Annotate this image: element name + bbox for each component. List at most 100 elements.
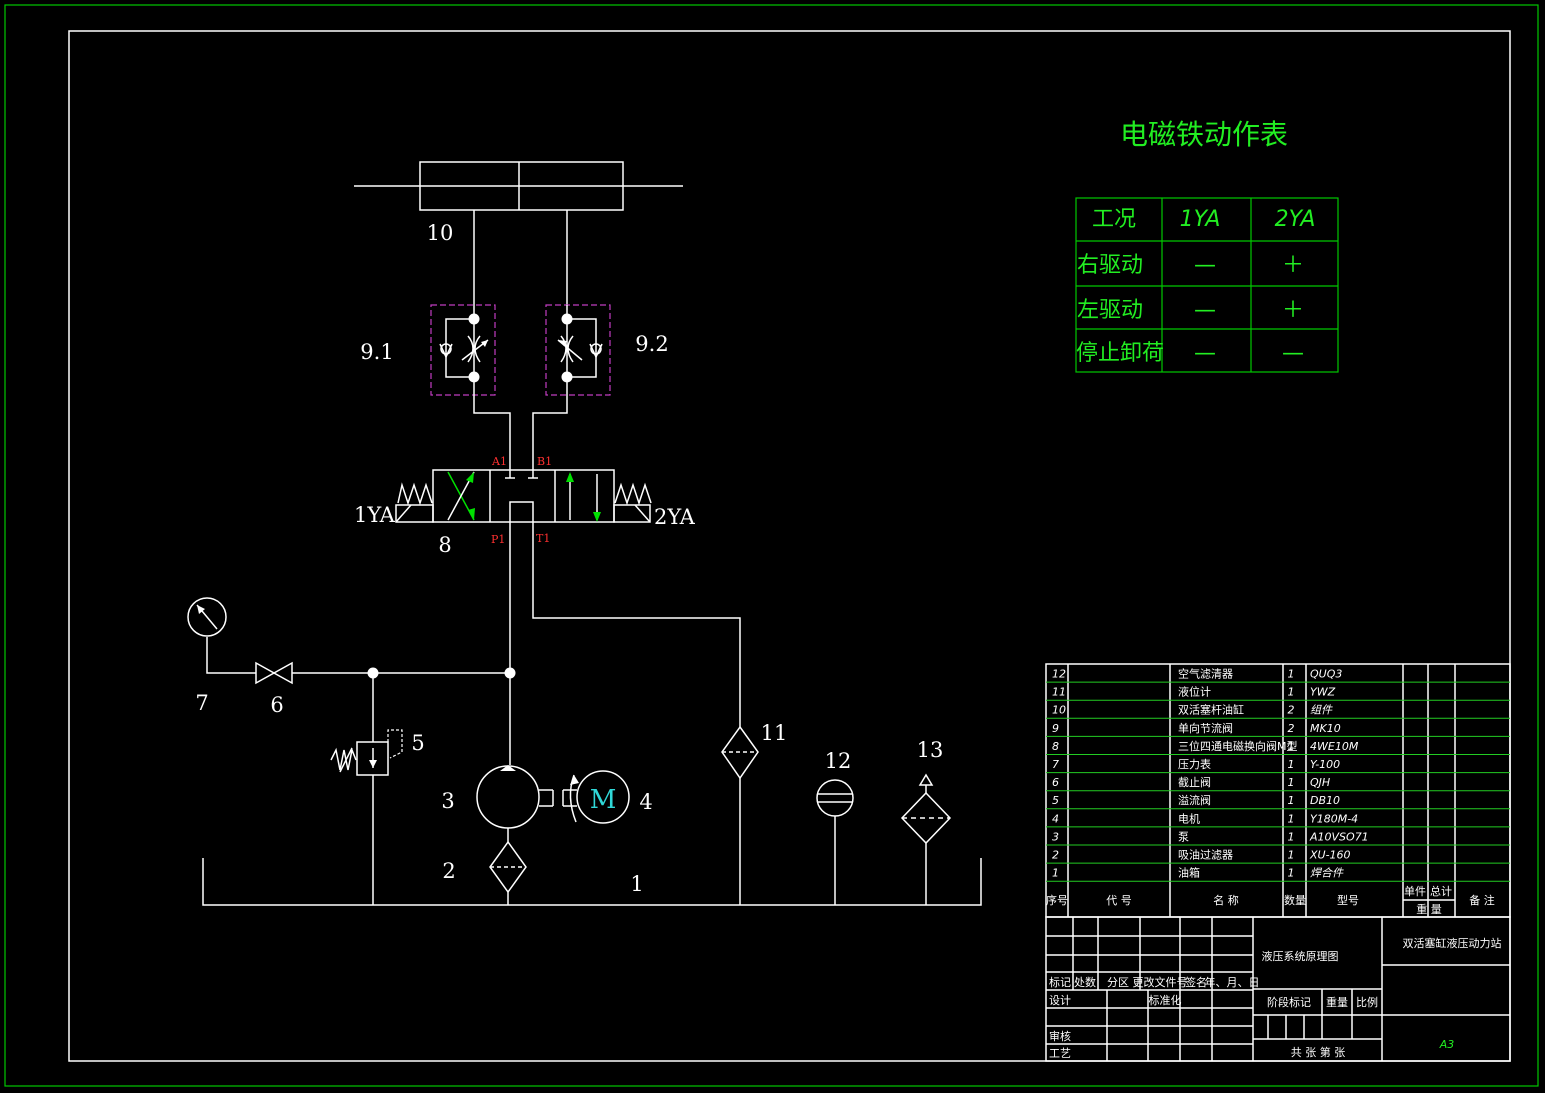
parts-cell-model: 4WE10M	[1310, 740, 1359, 753]
label-solenoid-1ya: 1YA	[354, 503, 396, 527]
tb-review: 审核	[1049, 1029, 1071, 1043]
tb-weight: 重量	[1326, 995, 1348, 1009]
label-valve-right: 9.2	[635, 332, 668, 356]
label-solenoid-2ya: 2YA	[654, 505, 696, 529]
parts-cell-qty: 1	[1288, 776, 1295, 789]
parts-cell-name: 截止阀	[1178, 775, 1211, 789]
parts-cell-model: Y-100	[1310, 758, 1340, 771]
port-p1: P1	[491, 533, 505, 546]
port-b1: B1	[537, 455, 552, 468]
pump	[476, 765, 577, 829]
stop-valve	[255, 661, 293, 685]
parts-cell-no: 8	[1052, 740, 1059, 753]
table-title: 电磁铁动作表	[1120, 118, 1288, 151]
parts-cell-name: 液位计	[1178, 685, 1211, 699]
parts-cell-qty: 1	[1288, 794, 1295, 807]
level-gauge	[816, 779, 854, 905]
parts-cell-model: 焊合件	[1310, 867, 1344, 880]
parts-cell-name: 油箱	[1178, 866, 1200, 880]
tb-stage: 阶段标记	[1267, 995, 1311, 1009]
tb-project: 双活塞缸液压动力站	[1403, 936, 1502, 950]
parts-cell-model: MK10	[1310, 722, 1341, 735]
tb-mark: 标记	[1049, 975, 1071, 989]
tank	[202, 858, 982, 906]
pressure-gauge	[187, 597, 227, 637]
header-1ya: 1YA	[1180, 207, 1221, 232]
header-qty: 数量	[1284, 894, 1306, 907]
parts-cell-model: Y180M-4	[1310, 812, 1358, 825]
port-t1: T1	[536, 532, 550, 545]
label-air-filter: 13	[917, 738, 944, 762]
tb-size: A3	[1439, 1038, 1455, 1051]
tb-sign: 签名	[1185, 975, 1207, 989]
header-2ya: 2YA	[1275, 207, 1316, 232]
relief-valve	[330, 673, 403, 905]
label-return-filter: 11	[761, 721, 788, 745]
tb-count: 处数	[1074, 976, 1096, 989]
parts-cell-qty: 1	[1288, 867, 1295, 880]
parts-cell-name: 单向节流阀	[1178, 721, 1233, 735]
parts-cell-no: 10	[1052, 704, 1066, 717]
parts-cell-model: QUQ3	[1310, 668, 1342, 681]
header-model: 型号	[1337, 893, 1359, 907]
parts-cell-qty: 1	[1288, 668, 1295, 681]
label-valve-left: 9.1	[360, 340, 393, 364]
parts-cell-no: 11	[1052, 686, 1066, 699]
label-gauge: 7	[195, 691, 208, 715]
parts-cell-no: 7	[1052, 758, 1059, 771]
parts-cell-name: 泵	[1178, 830, 1189, 843]
motor-letter: M	[590, 785, 617, 815]
label-filter: 2	[442, 859, 455, 883]
label-pump: 3	[441, 789, 454, 813]
label-stop-valve: 6	[270, 693, 283, 717]
tb-change-doc: 更改文件号	[1133, 975, 1188, 989]
inner-border	[68, 30, 1511, 1062]
suction-filter	[489, 828, 527, 905]
check-throttle-valve-9-2	[545, 304, 611, 396]
parts-cell-qty: 1	[1288, 686, 1295, 699]
parts-cell-qty: 1	[1288, 830, 1295, 843]
tb-zone: 分区	[1107, 976, 1129, 989]
header-total-weight: 总计	[1430, 884, 1452, 898]
label-level-gauge: 12	[825, 749, 852, 773]
motor: M	[569, 770, 630, 824]
outer-border	[4, 4, 1539, 1087]
tb-drawing-name: 液压系统原理图	[1262, 949, 1339, 963]
parts-cell-model: DB10	[1310, 794, 1340, 807]
parts-cell-name: 双活塞杆油缸	[1178, 703, 1244, 717]
parts-cell-model: 组件	[1310, 704, 1333, 717]
parts-cell-no: 3	[1052, 830, 1059, 843]
parts-cell-model: A10VSO71	[1309, 830, 1369, 843]
tb-standard: 标准化	[1149, 993, 1182, 1007]
parts-cell-qty: 2	[1288, 722, 1295, 735]
parts-cell-no: 9	[1052, 722, 1059, 735]
parts-cell-name: 吸油过滤器	[1178, 848, 1233, 862]
tb-scale: 比例	[1356, 995, 1378, 1009]
parts-cell-qty: 1	[1288, 849, 1295, 862]
header-condition: 工况	[1092, 207, 1136, 232]
label-directional-valve: 8	[438, 533, 451, 557]
line	[532, 395, 568, 470]
check-throttle-valve-9-1	[430, 304, 496, 396]
tb-process: 工艺	[1049, 1047, 1071, 1060]
row-cell: —	[1194, 298, 1216, 323]
parts-header: 序号 代 号 名 称 数量 型号 单件 总计 重 量 备 注	[1046, 884, 1495, 916]
parts-cell-model: QJH	[1310, 776, 1330, 789]
row-label: 右驱动	[1077, 253, 1143, 278]
action-table: 工况 1YA 2YA 右驱动 — ＋ 左驱动 — ＋ 停止卸荷 — —	[1075, 197, 1339, 373]
parts-cell-no: 6	[1052, 776, 1059, 789]
tb-sheets: 共 张 第 张	[1291, 1045, 1346, 1059]
return-line	[532, 522, 741, 727]
parts-cell-name: 压力表	[1178, 757, 1211, 771]
title-block: 标记 处数 分区 更改文件号 签名 年、月、日 设计 标准化 审核 工艺 液压系…	[1045, 916, 1511, 1062]
junction	[504, 667, 516, 679]
label-cylinder: 10	[427, 221, 454, 245]
parts-cell-no: 2	[1052, 849, 1059, 862]
air-filter	[900, 773, 952, 905]
row-label: 停止卸荷	[1076, 341, 1164, 366]
row-cell: —	[1194, 253, 1216, 278]
header-remark: 备 注	[1469, 893, 1495, 907]
parts-cell-no: 5	[1052, 794, 1059, 807]
